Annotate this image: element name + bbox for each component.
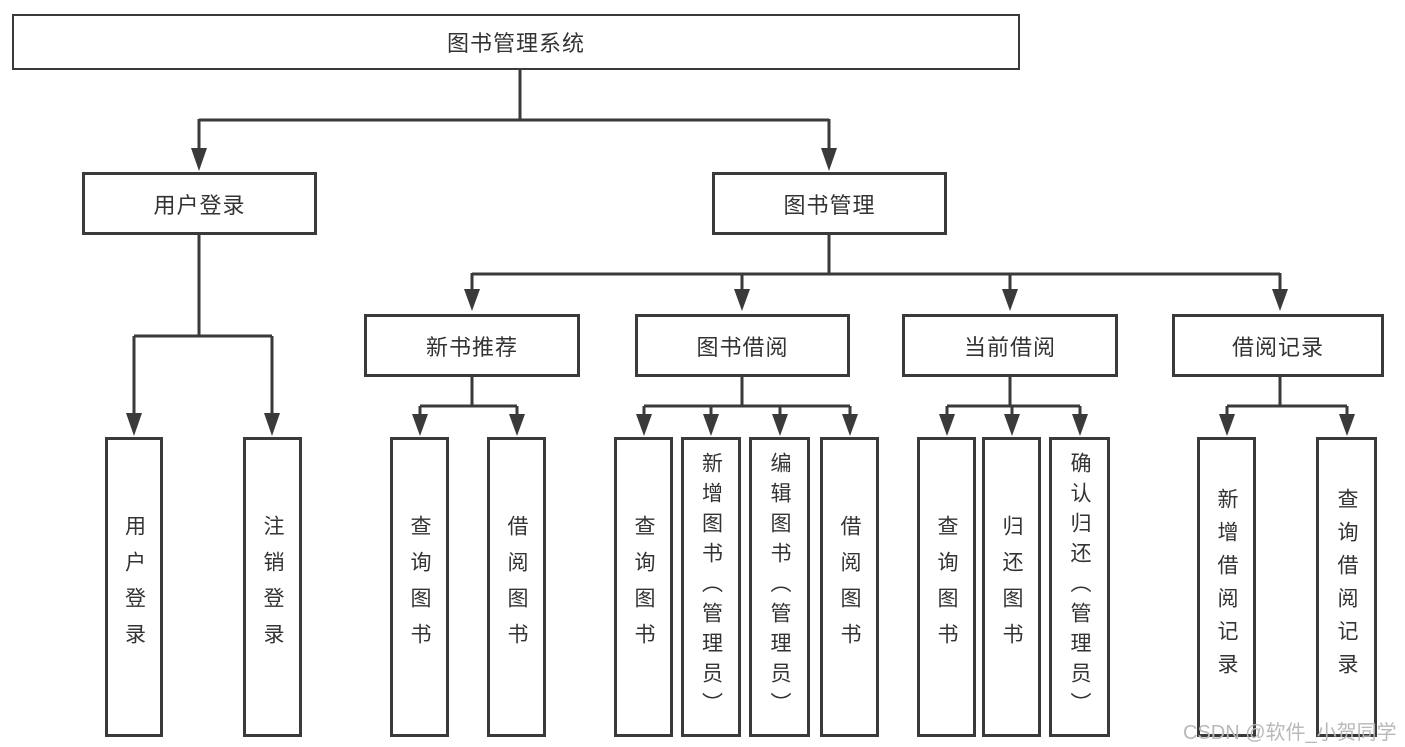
node-user-login: 用户登录: [82, 172, 317, 235]
node-book-management: 图书管理: [712, 172, 947, 235]
arrowhead-icon: [734, 289, 750, 311]
arrowhead-icon: [842, 414, 858, 436]
node-borrow-record-label: 借阅记录: [1231, 334, 1324, 360]
leaf-return-book-label: 归还图书: [1000, 515, 1023, 659]
node-book-management-label: 图书管理: [783, 192, 876, 218]
arrowhead-icon: [1219, 414, 1235, 436]
arrowhead-icon: [772, 414, 788, 436]
leaf-borrow-book: 借阅图书: [820, 437, 879, 737]
edge-borrow-record: [1225, 377, 1349, 415]
leaf-newrec-borrow-book: 借阅图书: [487, 437, 546, 737]
leaf-borrow-query-book-label: 查询图书: [632, 515, 655, 659]
leaf-query-borrow-record: 查询借阅记录: [1316, 437, 1377, 737]
leaf-current-query-book: 查询图书: [917, 437, 976, 737]
leaf-query-borrow-record-label: 查询借阅记录: [1335, 488, 1358, 686]
edge-book-borrow: [642, 377, 852, 415]
arrowhead-icon: [636, 414, 652, 436]
leaf-logout-label: 注销登录: [261, 515, 284, 659]
node-book-borrow: 图书借阅: [635, 314, 850, 377]
arrowhead-icon: [509, 414, 525, 436]
node-current-borrow-label: 当前借阅: [963, 334, 1056, 360]
arrowhead-icon: [1272, 289, 1288, 311]
leaf-newrec-query-book: 查询图书: [390, 437, 449, 737]
leaf-return-book: 归还图书: [982, 437, 1041, 737]
arrowhead-icon: [412, 414, 428, 436]
arrowhead-icon: [126, 413, 142, 436]
edge-root: [197, 70, 831, 150]
arrow-heads: [126, 148, 1355, 436]
node-borrow-record: 借阅记录: [1172, 314, 1384, 377]
node-new-book-recommend: 新书推荐: [364, 314, 580, 377]
leaf-edit-book-admin-label: 编辑图书（管理员）: [768, 452, 791, 722]
leaf-current-query-book-label: 查询图书: [935, 515, 958, 659]
arrowhead-icon: [191, 148, 207, 171]
arrowhead-icon: [703, 414, 719, 436]
leaf-confirm-return-admin-label: 确认归还（管理员）: [1068, 452, 1091, 722]
arrowhead-icon: [1072, 414, 1088, 436]
tree-edges: [132, 70, 1349, 415]
node-new-book-recommend-label: 新书推荐: [425, 334, 518, 360]
leaf-borrow-query-book: 查询图书: [614, 437, 673, 737]
leaf-confirm-return-admin: 确认归还（管理员）: [1049, 437, 1110, 737]
leaf-edit-book-admin: 编辑图书（管理员）: [749, 437, 810, 737]
node-user-login-label: 用户登录: [153, 192, 246, 218]
leaf-newrec-borrow-book-label: 借阅图书: [505, 515, 528, 659]
leaf-borrow-book-label: 借阅图书: [838, 515, 861, 659]
leaf-add-book-admin: 新增图书（管理员）: [681, 437, 741, 737]
edge-new-book: [418, 377, 519, 415]
node-current-borrow: 当前借阅: [902, 314, 1118, 377]
arrowhead-icon: [264, 413, 280, 436]
edge-current-borrow: [945, 377, 1082, 415]
arrowhead-icon: [1339, 414, 1355, 436]
arrowhead-icon: [1004, 414, 1020, 436]
leaf-add-borrow-record: 新增借阅记录: [1197, 437, 1256, 737]
arrowhead-icon: [464, 289, 480, 311]
leaf-newrec-query-book-label: 查询图书: [408, 515, 431, 659]
leaf-add-book-admin-label: 新增图书（管理员）: [699, 452, 723, 722]
arrowhead-icon: [939, 414, 955, 436]
leaf-user-login-label: 用户登录: [122, 515, 146, 659]
node-root: 图书管理系统: [12, 14, 1020, 70]
arrowhead-icon: [821, 148, 837, 171]
node-root-label: 图书管理系统: [446, 31, 585, 56]
csdn-watermark: CSDN @软件_小贺同学: [1183, 722, 1397, 744]
leaf-add-borrow-record-label: 新增借阅记录: [1215, 488, 1238, 686]
leaf-user-login: 用户登录: [105, 437, 163, 737]
node-book-borrow-label: 图书借阅: [696, 334, 789, 360]
arrowhead-icon: [1002, 289, 1018, 311]
edge-user-login: [132, 235, 274, 414]
edge-book-mgmt: [470, 235, 1282, 290]
leaf-logout: 注销登录: [243, 437, 302, 737]
